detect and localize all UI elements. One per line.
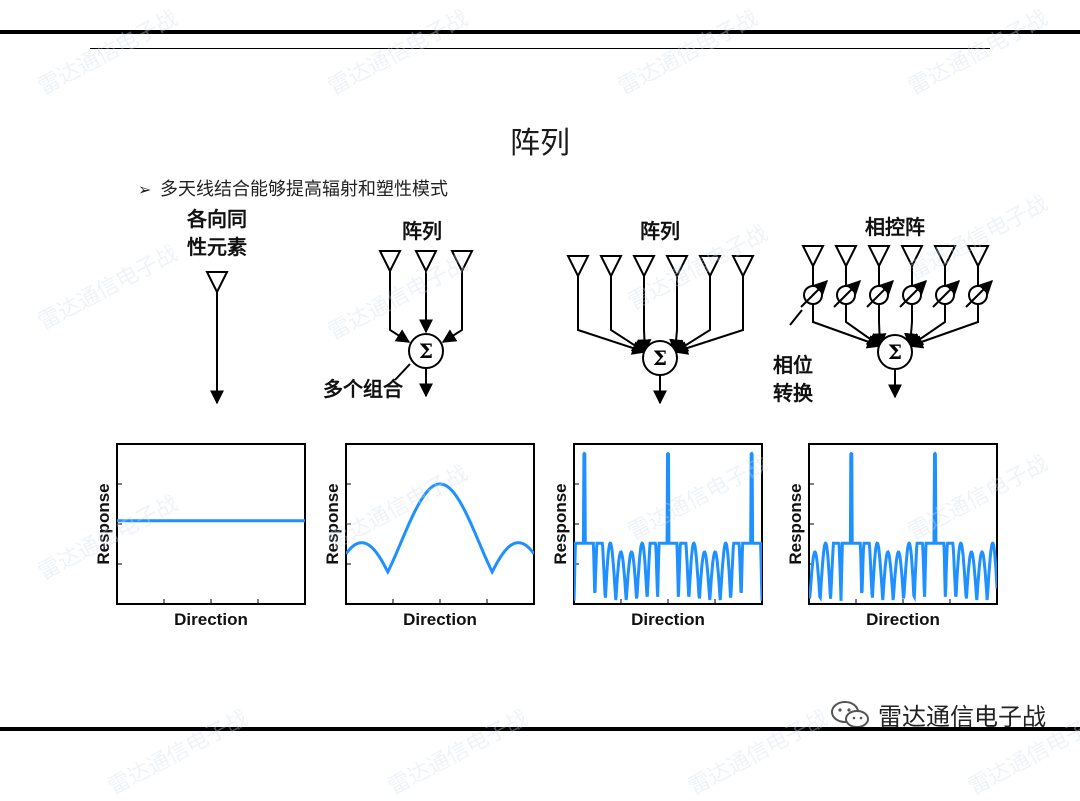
bullet-point: ➢ 多天线结合能够提高辐射和塑性模式 bbox=[138, 175, 448, 201]
response-trace bbox=[346, 482, 534, 576]
signal-path bbox=[845, 304, 882, 347]
antenna-icon bbox=[966, 245, 990, 269]
annotation-leader bbox=[789, 309, 803, 326]
x-axis-label: Direction bbox=[403, 610, 477, 629]
signal-path bbox=[872, 304, 887, 348]
response-plot-1: Direction Response bbox=[94, 443, 306, 629]
plot-frame bbox=[345, 443, 535, 605]
wechat-icon bbox=[831, 700, 869, 728]
response-plot-2: Direction Response bbox=[323, 443, 535, 629]
signal-path bbox=[610, 276, 647, 353]
sum-symbol: Σ bbox=[888, 340, 902, 364]
panel-2-annotation: 多个组合 bbox=[323, 377, 404, 401]
response-plot-3: Direction Response bbox=[551, 443, 763, 629]
response-plot-4: Direction Response bbox=[786, 443, 998, 629]
brand-name: 雷达通信电子战 bbox=[878, 703, 1046, 731]
signal-path bbox=[389, 271, 411, 343]
signal-path bbox=[669, 276, 684, 354]
panel-4-annotation: 相位 bbox=[773, 353, 813, 377]
panel-1-label: 各向同 bbox=[186, 207, 247, 231]
sum-symbol: Σ bbox=[419, 339, 433, 363]
antenna-icon bbox=[665, 255, 689, 279]
phase-shifter-arrow bbox=[932, 280, 960, 308]
antenna-icon bbox=[834, 245, 858, 269]
antenna-icon bbox=[698, 255, 722, 279]
panel-3-label: 阵列 bbox=[640, 219, 680, 243]
antenna-icon bbox=[414, 250, 438, 274]
bullet-text: 多天线结合能够提高辐射和塑性模式 bbox=[160, 179, 448, 200]
plot-frame bbox=[116, 443, 306, 605]
y-axis-label: Response bbox=[323, 483, 342, 564]
annotation-leader bbox=[394, 363, 411, 381]
panel-4-annotation: 转换 bbox=[773, 381, 814, 405]
phase-shifter-arrow bbox=[833, 280, 861, 308]
antenna-icon bbox=[599, 255, 623, 279]
y-axis-label: Response bbox=[786, 483, 805, 564]
signal-path bbox=[577, 276, 647, 355]
panel-1-label: 性元素 bbox=[187, 235, 247, 259]
antenna-icon bbox=[900, 245, 924, 269]
top-rule-thick bbox=[0, 30, 1080, 34]
antenna-icon bbox=[632, 255, 656, 279]
x-axis-label: Direction bbox=[174, 610, 248, 629]
x-axis-label: Direction bbox=[631, 610, 705, 629]
y-axis-label: Response bbox=[94, 483, 113, 564]
bullet-arrow-icon: ➢ bbox=[138, 180, 152, 199]
signal-path bbox=[637, 276, 652, 354]
antenna-icon bbox=[933, 245, 957, 269]
signal-path bbox=[904, 304, 919, 348]
panel-2-label: 阵列 bbox=[402, 219, 442, 243]
signal-path bbox=[441, 271, 463, 343]
bottom-rule-thick bbox=[0, 727, 1080, 731]
antenna-icon bbox=[378, 250, 402, 274]
x-axis-label: Direction bbox=[866, 610, 940, 629]
signal-path bbox=[673, 276, 711, 353]
signal-path bbox=[908, 304, 979, 349]
antenna-icon bbox=[731, 255, 755, 279]
phase-shifter-arrow bbox=[965, 280, 993, 308]
y-axis-label: Response bbox=[551, 483, 570, 564]
brand-footer: 雷达通信电子战 bbox=[830, 697, 1046, 732]
page-title: 阵列 bbox=[510, 126, 570, 161]
signal-path bbox=[812, 304, 882, 349]
phase-shifter-arrow bbox=[866, 280, 894, 308]
phase-shifter-arrow bbox=[899, 280, 927, 308]
antenna-icon bbox=[867, 245, 891, 269]
response-trace bbox=[574, 451, 762, 601]
response-trace bbox=[809, 451, 997, 603]
antenna-icon bbox=[205, 271, 229, 295]
phase-shifter-arrow bbox=[800, 280, 828, 308]
signal-path bbox=[673, 276, 744, 355]
antenna-icon bbox=[801, 245, 825, 269]
sum-symbol: Σ bbox=[653, 346, 667, 370]
top-rule-thin bbox=[90, 48, 990, 49]
panel-4-label: 相控阵 bbox=[865, 215, 925, 239]
antenna-icon bbox=[450, 250, 474, 274]
antenna-icon bbox=[566, 255, 590, 279]
